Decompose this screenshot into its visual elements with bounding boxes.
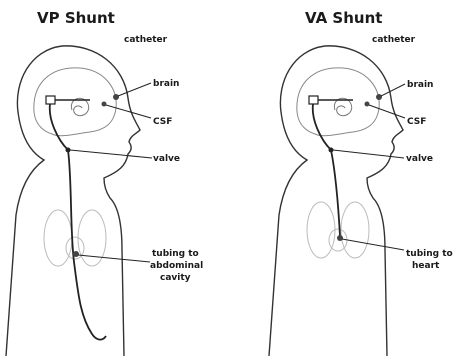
va-brain-leader xyxy=(381,84,405,96)
vp-ventricle xyxy=(71,98,88,115)
va-label-catheter: catheter xyxy=(372,35,416,45)
va-shunt-figure: VA Shunt catheter brain CSF valve tubing… xyxy=(269,9,453,356)
vp-tubing-dot xyxy=(73,251,79,257)
va-ventricle xyxy=(334,98,351,115)
vp-label-tubing-2: abdominal xyxy=(150,261,203,271)
va-tubing-dot xyxy=(337,235,343,241)
vp-tubing xyxy=(50,104,106,340)
vp-label-brain: brain xyxy=(153,79,179,89)
vp-brain-dot xyxy=(113,94,119,100)
vp-lung-left xyxy=(44,210,72,266)
va-lung-right xyxy=(341,202,369,258)
va-reservoir xyxy=(309,96,318,104)
va-lung-left xyxy=(307,202,335,258)
vp-label-csf: CSF xyxy=(153,117,172,127)
va-valve-marker xyxy=(329,148,334,153)
va-label-csf: CSF xyxy=(407,117,426,127)
vp-reservoir xyxy=(46,96,55,104)
vp-csf-dot xyxy=(102,102,107,107)
vp-shunt-title: VP Shunt xyxy=(37,9,115,27)
va-csf-leader xyxy=(369,105,405,118)
vp-valve-leader xyxy=(70,150,152,158)
vp-label-valve: valve xyxy=(153,154,180,164)
va-label-tubing-1: tubing to xyxy=(406,249,453,259)
vp-valve-marker xyxy=(66,148,71,153)
va-label-valve: valve xyxy=(406,154,433,164)
va-shunt-title: VA Shunt xyxy=(305,9,382,27)
va-tubing xyxy=(313,104,340,236)
va-label-brain: brain xyxy=(407,80,433,90)
vp-label-tubing-3: cavity xyxy=(160,273,191,283)
vp-body-outline xyxy=(6,46,140,356)
vp-tubing-leader xyxy=(78,255,150,262)
va-body-outline xyxy=(269,46,403,356)
vp-csf-leader xyxy=(106,105,151,118)
va-tubing-leader xyxy=(342,239,404,250)
vp-label-catheter: catheter xyxy=(124,35,168,45)
va-brain-dot xyxy=(376,94,382,100)
vp-brain-leader xyxy=(118,83,151,96)
va-csf-dot xyxy=(365,102,370,107)
va-label-tubing-2: heart xyxy=(412,261,440,271)
vp-shunt-figure: VP Shunt catheter brain CSF valve tubing… xyxy=(6,9,203,356)
vp-label-tubing-1: tubing to xyxy=(152,249,199,259)
